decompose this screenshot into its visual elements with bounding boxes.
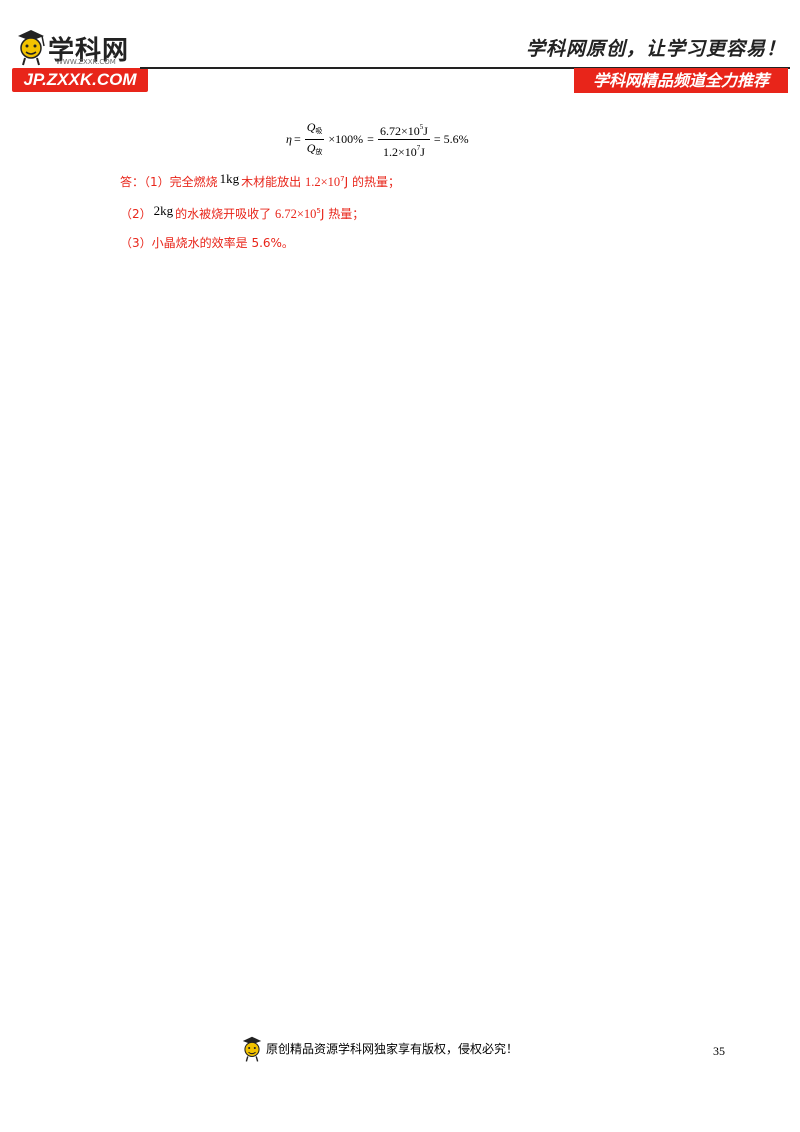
answer-2-mass: 2kg (153, 203, 174, 218)
channel-badge[interactable]: 学科网精品频道全力推荐 (574, 68, 788, 93)
mascot-footer-icon (242, 1036, 262, 1062)
formula-denominator-unit: J (420, 144, 425, 159)
answer-2-prefix: （2） (120, 207, 152, 221)
formula-q-bottom: Q (306, 140, 316, 155)
formula-value-fraction: 6.72×105J 1.2×107J (377, 120, 430, 159)
page-header: 学科网 WWW.ZXXK.COM JP.ZXXK.COM 学科网原创，让学习更容… (0, 0, 800, 100)
formula-q-fraction: Q吸 Q放 (304, 119, 325, 159)
mascot-logo-icon (18, 30, 45, 66)
header-divider (140, 67, 790, 69)
formula-times-100: ×100% (328, 131, 364, 146)
answer-1-prefix: 答：（1）完全燃烧 (120, 175, 218, 189)
answer-2-exp: 5 (316, 207, 321, 215)
formula-denominator: 1.2×10 (382, 144, 417, 159)
formula-equals: = (293, 131, 301, 146)
answer-line-3: （3）小晶烧水的效率是 5.6%。 (120, 236, 294, 250)
answer-1-exp: 7 (340, 175, 345, 183)
answer-1-value: 1.2×10 (304, 175, 341, 189)
logo-text: 学科网 (48, 36, 130, 66)
logo-subtext: WWW.ZXXK.COM (56, 58, 116, 66)
answer-1-suffix: J 的热量； (344, 175, 400, 189)
efficiency-formula: η = Q吸 Q放 ×100% = 6.72×105J 1.2×107J = 5… (286, 118, 471, 160)
answer-1-mass: 1kg (219, 171, 240, 186)
page-footer: 原创精品资源学科网独家享有版权，侵权必究！ (240, 1032, 518, 1064)
formula-q-top: Q (306, 119, 316, 134)
site-url-badge[interactable]: JP.ZXXK.COM (12, 68, 148, 92)
answer-2-mid: 的水被烧开吸收了 (175, 207, 272, 221)
formula-result: = 5.6% (433, 131, 469, 146)
header-slogan: 学科网原创，让学习更容易！ (525, 38, 786, 60)
formula-denominator-exp: 7 (416, 143, 421, 152)
formula-eta: η (286, 131, 292, 146)
formula-equals-2: = (367, 131, 374, 146)
footer-copyright: 原创精品资源学科网独家享有版权，侵权必究！ (266, 1041, 519, 1056)
formula-sub-absorb: 吸 (315, 126, 323, 135)
formula-sub-release: 放 (315, 147, 323, 156)
answer-1-mid: 木材能放出 (241, 175, 302, 189)
formula-numerator-unit: J (423, 123, 428, 138)
answer-2-suffix: J 热量； (320, 207, 365, 221)
answer-2-value: 6.72×10 (274, 207, 317, 221)
formula-numerator: 6.72×10 (379, 123, 420, 138)
page-number: 35 (713, 1044, 725, 1058)
formula-numerator-exp: 5 (419, 122, 424, 131)
